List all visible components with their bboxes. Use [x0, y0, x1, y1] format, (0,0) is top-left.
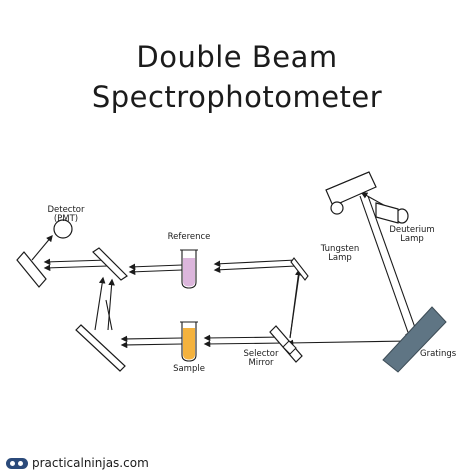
upper-right-mirror [290, 257, 309, 281]
beam-selector-up-2 [289, 267, 301, 339]
sample-label: Sample [173, 364, 205, 374]
beam-ref-3b [43, 264, 109, 272]
bottom-left-mirror [75, 324, 126, 372]
title-line-1: Double Beam [136, 40, 338, 74]
beam-bottom-up-2 [107, 278, 115, 331]
beam-ref-2b [128, 268, 183, 276]
selector-mirror-icon [269, 325, 303, 363]
detector-sublabel: (PMT) [54, 214, 78, 224]
reference-cuvette [180, 249, 198, 289]
selector-sublabel: Mirror [248, 358, 274, 368]
sample-cuvette [180, 321, 198, 362]
gratings-label: Gratings [420, 349, 457, 359]
brand-footer[interactable]: practicalninjas.com [6, 455, 149, 471]
beam-mirror-to-grating [359, 195, 412, 340]
beam-mirror-to-grating-2 [367, 195, 419, 337]
deuterium-label: Deuterium [389, 225, 434, 235]
beam-sample-1b [203, 340, 286, 348]
tungsten-lamp-icon [330, 201, 344, 215]
beam-ref-1b [213, 265, 297, 274]
beam-ref-1a [213, 259, 297, 268]
beam-ref-2a [128, 263, 183, 271]
beam-grating-to-selector [286, 339, 411, 347]
selector-label: Selector [244, 349, 279, 359]
deuterium-lamp-icon [375, 202, 409, 224]
brand-text: practicalninjas.com [32, 456, 149, 470]
detector-mirror [16, 251, 47, 288]
reference-label: Reference [168, 232, 211, 242]
ninja-logo-icon [6, 457, 28, 469]
beam-sample-2a [120, 335, 183, 343]
beam-bottom-up-3 [105, 299, 113, 331]
tungsten-label: Tungsten [320, 244, 359, 254]
detector-icon [53, 219, 73, 239]
deuterium-sublabel: Lamp [400, 234, 424, 244]
top-mirror-face [325, 171, 370, 191]
beam-sample-1a [203, 334, 286, 342]
detector-label: Detector [47, 205, 85, 215]
gratings-icon [382, 306, 447, 373]
top-mirror [325, 171, 377, 207]
beam-ref-3a [43, 258, 109, 266]
title-line-2: Spectrophotometer [91, 80, 383, 114]
combiner-mirror [92, 247, 128, 281]
beam-bottom-up-1 [94, 276, 106, 331]
beam-to-detector [31, 234, 53, 261]
beam-sample-2b [120, 341, 183, 349]
tungsten-sublabel: Lamp [328, 253, 352, 263]
